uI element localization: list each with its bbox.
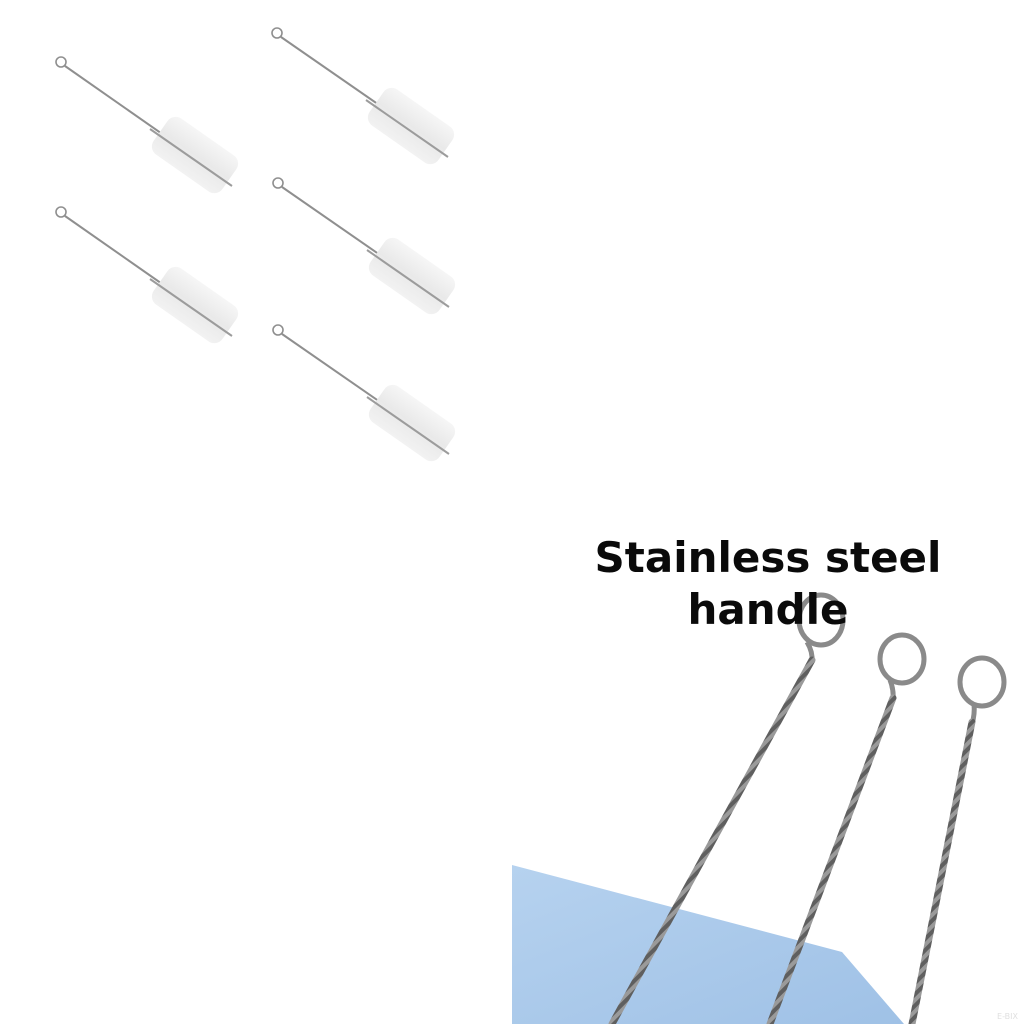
brush-5: [272, 324, 456, 462]
brush-1: [55, 56, 239, 194]
brush-set-illustration: [55, 27, 456, 462]
feature-caption: Stainless steel handle: [512, 532, 1024, 636]
product-photo-brushes: [0, 0, 512, 512]
brush-2: [271, 27, 455, 165]
brush-3: [55, 206, 239, 344]
handle-1: [608, 592, 846, 1024]
blue-cloth: [512, 865, 904, 1024]
handles-illustration: [512, 592, 1007, 1024]
handle-2: [766, 632, 927, 1024]
brush-4: [272, 177, 456, 315]
caption-line-1: Stainless steel: [594, 533, 942, 582]
blank-panel-top-right: [512, 0, 1024, 512]
closeup-photo-handles: Stainless steel handle E-BIX: [512, 512, 1024, 1024]
watermark-text: E-BIX: [997, 1012, 1018, 1021]
handle-3: [908, 655, 1007, 1024]
caption-line-2: handle: [687, 585, 849, 634]
blank-panel-bottom-left: [0, 512, 512, 1024]
